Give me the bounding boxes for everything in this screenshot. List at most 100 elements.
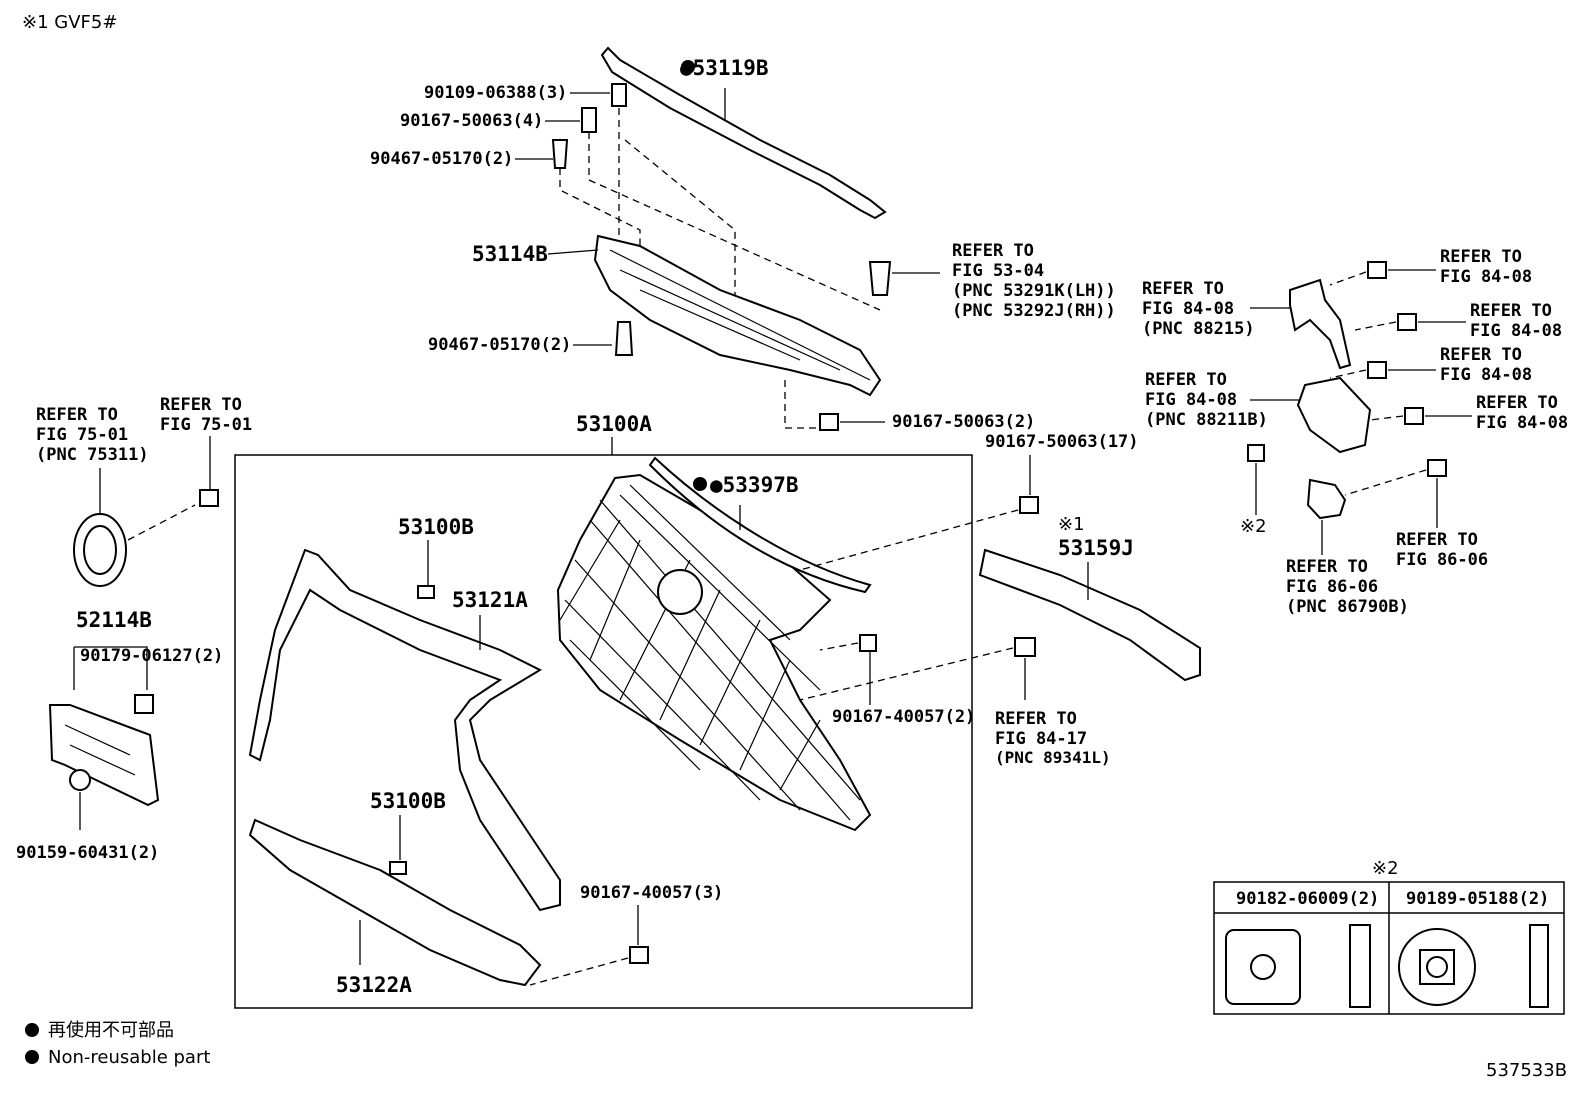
bolt-icon xyxy=(1404,407,1424,425)
emblem-mount xyxy=(657,569,703,615)
ref-75-01b-line1: REFER TO xyxy=(160,395,242,415)
upper-molding[interactable] xyxy=(600,46,887,220)
legend-dot xyxy=(25,1023,39,1037)
ref-84-08c-line1: REFER TO xyxy=(1440,345,1522,365)
nut-side-icon xyxy=(1529,924,1549,1008)
bolt-icon xyxy=(629,946,649,964)
ref-84-17-line1: REFER TO xyxy=(995,709,1077,729)
ref-88211B-line1: REFER TO xyxy=(1145,370,1227,390)
label-53397B: ●53397B xyxy=(710,473,799,497)
ref-53-04-line3: (PNC 53291K(LH)) xyxy=(952,281,1116,301)
ref-75-01a-line2: FIG 75-01 xyxy=(36,425,128,445)
note-2-mark: ※2 xyxy=(1240,516,1267,537)
clip-icon xyxy=(551,139,569,169)
nut-icon xyxy=(134,694,154,714)
legend-english: Non-reusable part xyxy=(48,1047,210,1068)
ref-84-08a-line2: FIG 84-08 xyxy=(1440,267,1532,287)
non-reusable-dot xyxy=(693,477,707,491)
label-53100A: 53100A xyxy=(576,412,652,436)
label-53159J: 53159J xyxy=(1058,536,1134,560)
sensor-icon xyxy=(1014,637,1036,657)
non-reusable-dot xyxy=(681,60,695,74)
legend-japanese: 再使用不可部品 xyxy=(48,1020,174,1041)
sensor-bracket[interactable] xyxy=(1306,478,1347,520)
label-90159: 90159-60431(2) xyxy=(16,843,159,863)
label-53121A: 53121A xyxy=(452,588,528,612)
clip-icon xyxy=(389,861,407,875)
license-bracket[interactable] xyxy=(48,704,160,807)
bolt-icon xyxy=(611,83,627,107)
bolt-icon xyxy=(1427,459,1447,477)
bolt-icon xyxy=(1019,496,1039,514)
ref-88211B-line2: FIG 84-08 xyxy=(1145,390,1237,410)
ref-84-08b-line2: FIG 84-08 xyxy=(1470,321,1562,341)
legend-dot xyxy=(25,1050,39,1064)
model-note: ※1 GVF5# xyxy=(22,12,117,33)
clip-icon xyxy=(868,261,892,296)
nut-side-icon xyxy=(1349,924,1371,1008)
bolt-icon xyxy=(199,489,219,507)
label-53159J-note: ※1 xyxy=(1058,514,1085,535)
table-mark: ※2 xyxy=(1372,858,1399,879)
label-90109: 90109-06388(3) xyxy=(424,83,567,103)
ref-84-17-line2: FIG 84-17 xyxy=(995,729,1087,749)
ref-53-04-line1: REFER TO xyxy=(952,241,1034,261)
table-col2-header: 90189-05188(2) xyxy=(1406,889,1549,909)
ref-86-06b-line3: (PNC 86790B) xyxy=(1286,597,1409,617)
ref-86-06a-line2: FIG 86-06 xyxy=(1396,550,1488,570)
bolt-icon xyxy=(819,413,839,431)
screw-icon xyxy=(581,107,597,133)
bolt-icon xyxy=(1367,261,1387,279)
figure-code: 537533B xyxy=(1486,1060,1567,1081)
table-col1-header: 90182-06009(2) xyxy=(1236,889,1379,909)
upper-retainer[interactable] xyxy=(593,234,882,397)
radiator-grille[interactable] xyxy=(556,473,872,832)
screw-icon xyxy=(69,769,91,791)
label-90467-top: 90467-05170(2) xyxy=(370,149,513,169)
ref-88215-line1: REFER TO xyxy=(1142,279,1224,299)
ref-53-04-line4: (PNC 53292J(RH)) xyxy=(952,301,1116,321)
ref-84-08a-line1: REFER TO xyxy=(1440,247,1522,267)
label-53122A: 53122A xyxy=(336,973,412,997)
label-90167-4: 90167-50063(4) xyxy=(400,111,543,131)
ref-75-01a-line1: REFER TO xyxy=(36,405,118,425)
label-90167-17: 90167-50063(17) xyxy=(985,432,1139,452)
emblem-logo-icon xyxy=(83,525,117,575)
ref-86-06a-line1: REFER TO xyxy=(1396,530,1478,550)
ref-84-08d-line1: REFER TO xyxy=(1476,393,1558,413)
label-53100B-upper: 53100B xyxy=(398,515,474,539)
label-53119B: ●53119B xyxy=(680,56,769,80)
energy-absorber[interactable] xyxy=(978,548,1201,682)
ref-75-01a-line3: (PNC 75311) xyxy=(36,445,149,465)
radar-bracket[interactable] xyxy=(1289,278,1352,370)
nut-hole-icon xyxy=(1426,956,1448,978)
label-90467-bot: 90467-05170(2) xyxy=(428,335,571,355)
ref-84-08d-line2: FIG 84-08 xyxy=(1476,413,1568,433)
ref-88215-line2: FIG 84-08 xyxy=(1142,299,1234,319)
label-53100B-lower: 53100B xyxy=(370,789,446,813)
label-53114B: 53114B xyxy=(472,242,548,266)
bolt-icon xyxy=(859,634,877,652)
ref-88215-line3: (PNC 88215) xyxy=(1142,319,1255,339)
ref-84-17-line3: (PNC 89341L) xyxy=(995,748,1111,767)
side-molding[interactable] xyxy=(248,548,561,912)
nut-hole-icon xyxy=(1250,954,1276,980)
label-90167-40057-3: 90167-40057(3) xyxy=(580,883,723,903)
ref-86-06b-line1: REFER TO xyxy=(1286,557,1368,577)
fastener-table xyxy=(1213,881,1565,1015)
label-90167-40057-2: 90167-40057(2) xyxy=(832,707,975,727)
nut-icon xyxy=(1247,444,1265,462)
ref-86-06b-line2: FIG 86-06 xyxy=(1286,577,1378,597)
ref-88211B-line3: (PNC 88211B) xyxy=(1145,410,1268,430)
label-90179: 90179-06127(2) xyxy=(80,646,223,666)
assembly-frame xyxy=(234,454,973,1009)
label-52114B: 52114B xyxy=(76,608,152,632)
lower-molding[interactable] xyxy=(248,818,542,987)
ref-84-08c-line2: FIG 84-08 xyxy=(1440,365,1532,385)
grille-molding[interactable] xyxy=(648,456,872,594)
radar-sensor[interactable] xyxy=(1296,376,1372,454)
label-90167-2: 90167-50063(2) xyxy=(892,412,1035,432)
clip-icon xyxy=(614,321,634,356)
ref-53-04-line2: FIG 53-04 xyxy=(952,261,1044,281)
